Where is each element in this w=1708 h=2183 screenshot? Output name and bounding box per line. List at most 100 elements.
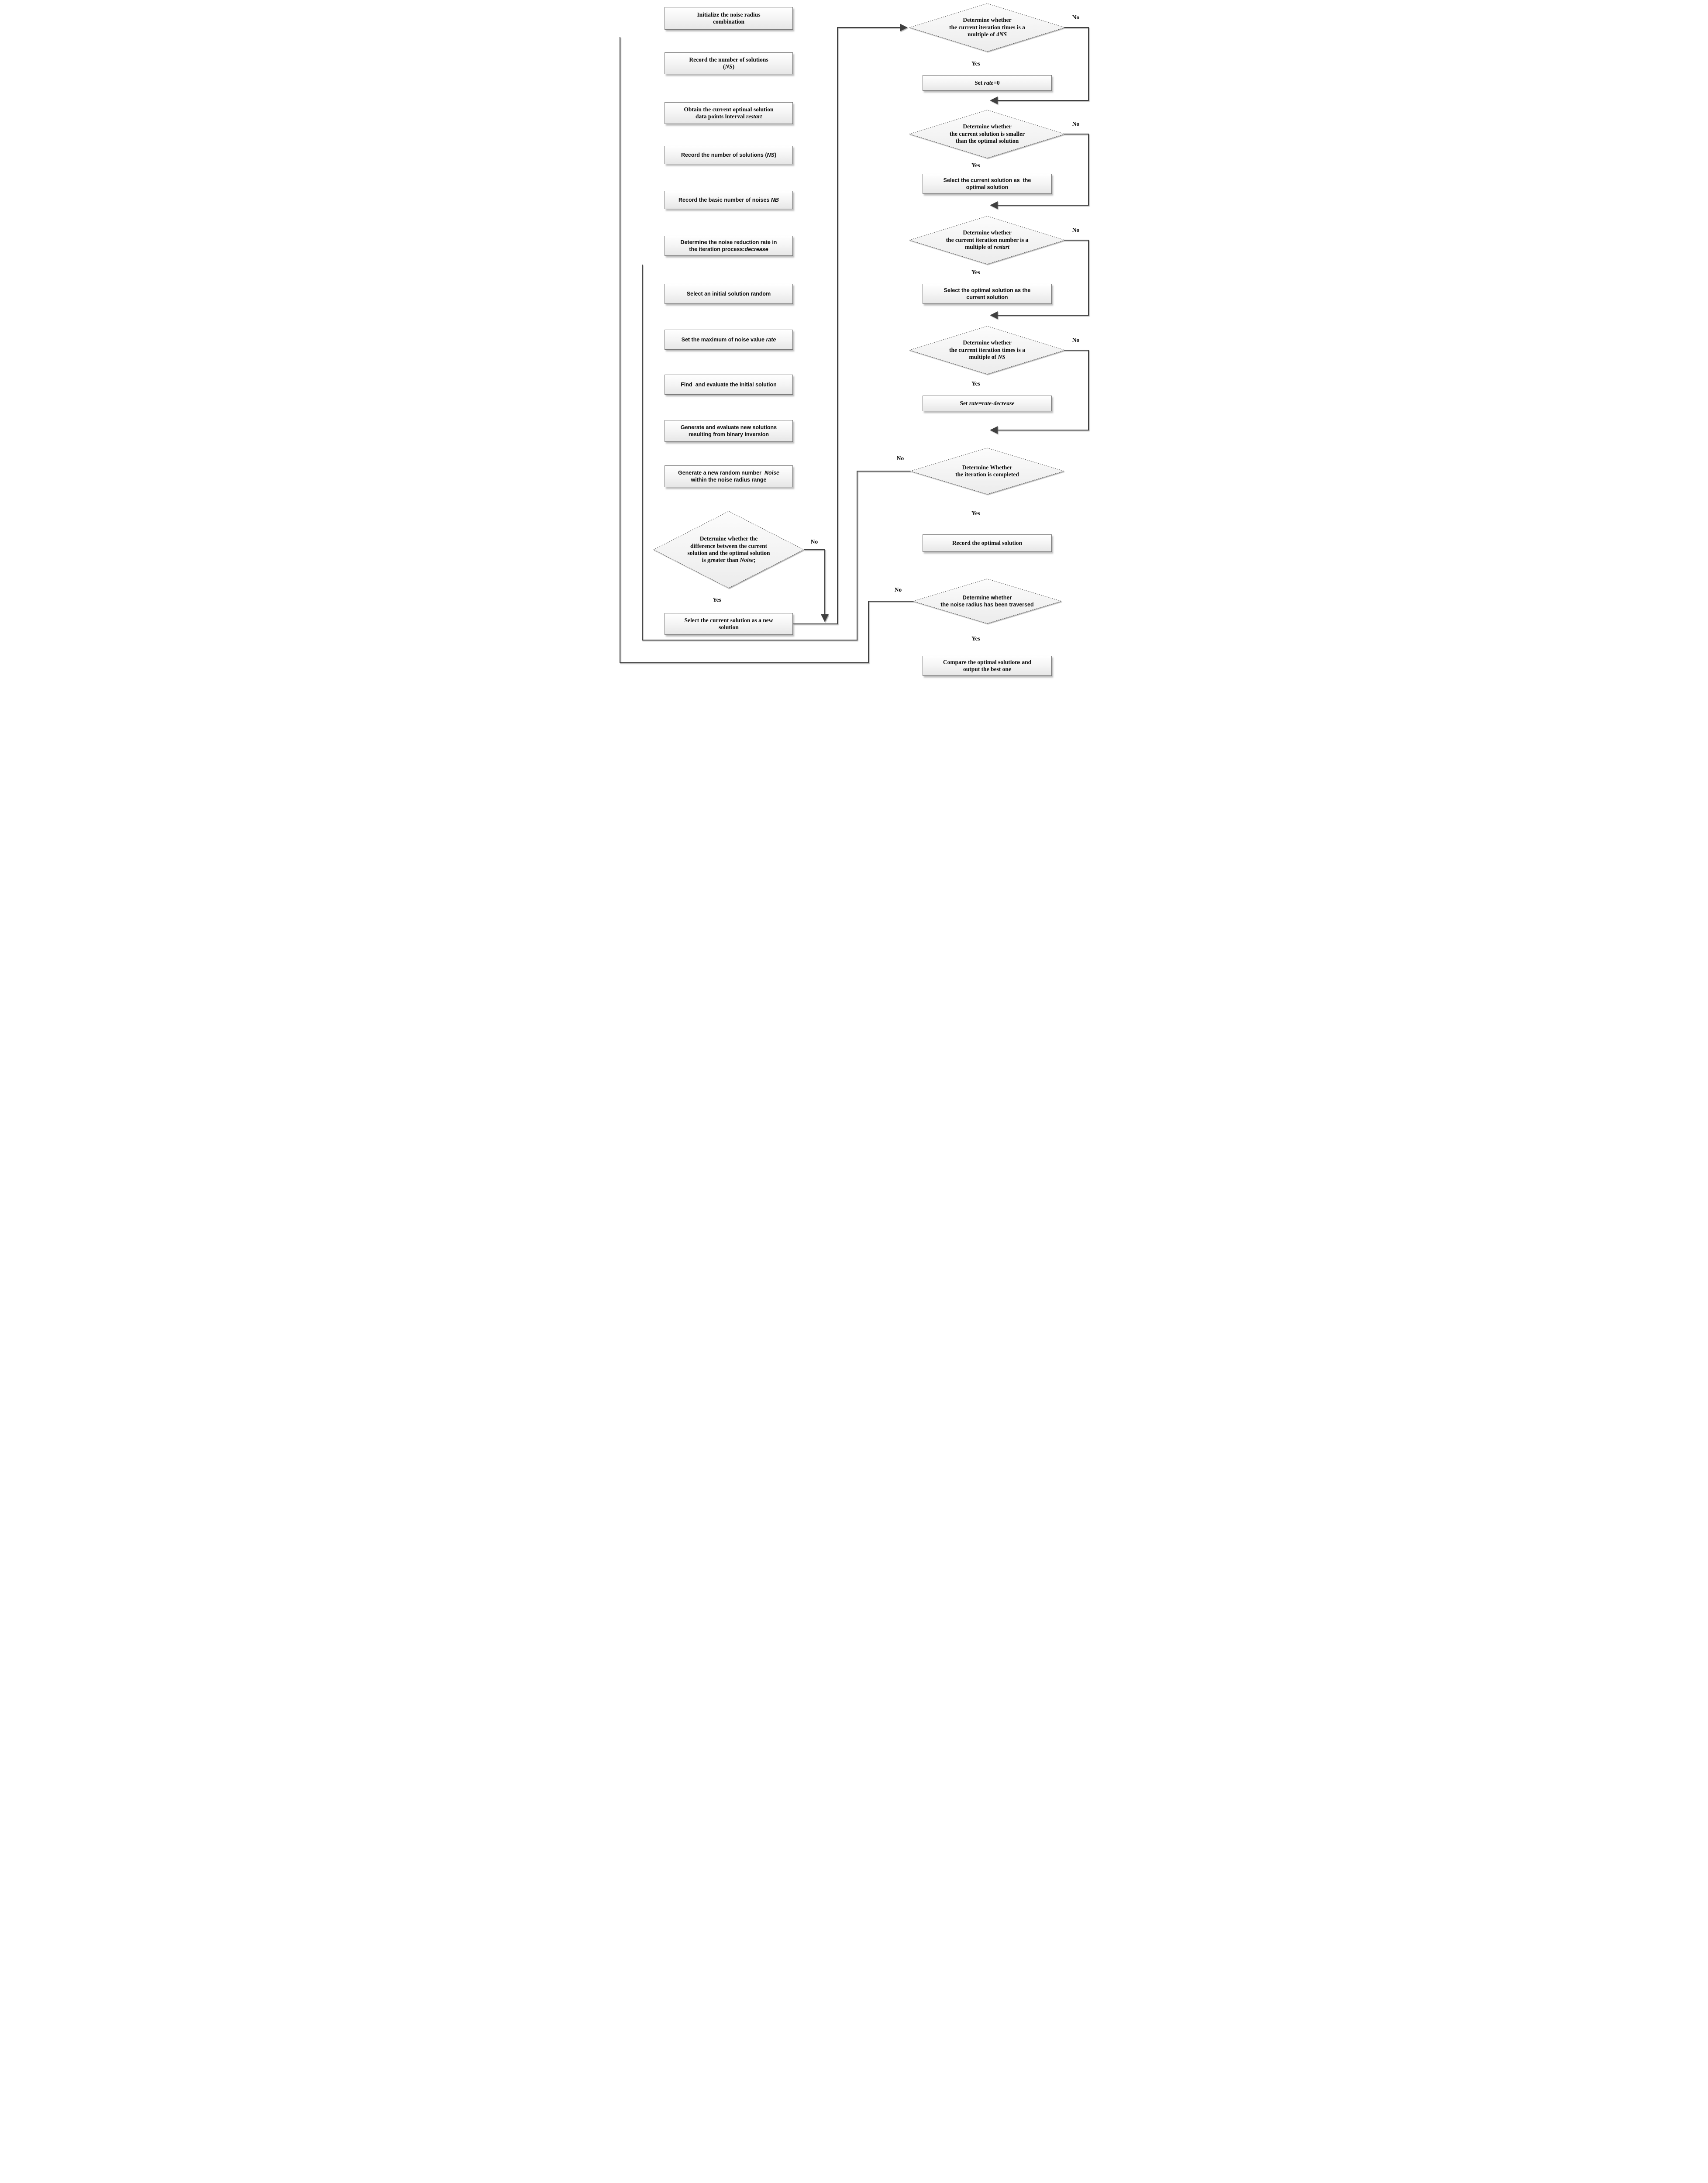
node-text-line: Find and evaluate the initial solution [681,382,777,388]
process-select-initial-solution-random: Select an initial solution random [665,284,793,304]
node-text-line: Select the optimal solution as the [944,287,1031,293]
no-label: No [1072,14,1080,21]
node-text-line: Set the maximum of noise value rate [681,337,776,343]
node-text-line: solution and the optimal solution [687,550,770,556]
node-text-line: Select the current solution as a new [684,616,773,623]
node-text-line: data points interval restart [696,113,762,120]
node-text-line: Determine whether the [699,535,758,542]
decision-noise-radius-traversed-shape [912,578,1063,624]
node-text-line: Determine whether [963,123,1012,130]
yes-label: Yes [971,635,980,642]
flow-connector [804,549,829,622]
node-text-line: Set rate=0 [975,79,1000,86]
process-record-number-of-solutions-2: Record the number of solutions (NS) [665,146,793,164]
node-text-line: Record the number of solutions (NS) [681,152,777,158]
flow-connector [990,27,1089,104]
node-text-line: the iteration is completed [955,471,1019,478]
flow-connector [642,265,910,640]
node-text-line: the iteration process:decrease [689,246,768,252]
flow-connector [990,134,1089,209]
node-text-line: Determine the noise reduction rate in [680,239,777,245]
node-text-line: Determine whether [963,339,1012,346]
no-label: No [894,586,902,593]
node-text-line: multiple of 4NS [967,31,1007,38]
node-text-line: solution [719,624,739,630]
node-text-line: difference between the current [690,542,768,549]
node-text-line: Select an initial solution random [686,291,771,297]
node-text-line: combination [713,18,744,25]
connector-layer [620,3,1089,663]
node-text-line: (NS) [723,63,735,70]
yes-label: Yes [971,162,980,169]
process-record-number-of-solutions-1: Record the number of solutions(NS) [665,52,793,74]
process-set-maximum-noise-value: Set the maximum of noise value rate [665,330,793,350]
node-text-line: Generate a new random number Noise [678,470,779,476]
node-text-line: the noise radius has been traversed [940,602,1034,608]
decision-multiple-of-ns-shape [908,326,1066,375]
node-text-line: multiple of NS [969,354,1006,361]
node-text-line: Determine whether [962,595,1012,601]
decision-difference-greater-than-noise-shape [653,511,805,589]
node-text-line: Obtain the current optimal solution [684,106,774,113]
process-set-rate-0: Set rate=0 [923,75,1052,91]
node-text-line: Select the current solution as the [943,177,1031,183]
no-label: No [810,538,818,545]
decision-iteration-completed-shape [909,448,1065,495]
node-text-line: Record the number of solutions [689,56,768,63]
decision-multiple-of-4ns-shape [908,3,1066,52]
node-text-line: Compare the optimal solutions and [943,658,1032,665]
node-text-line: than the optimal solution [955,138,1019,145]
node-text-line: the current solution is smaller [949,130,1025,137]
node-text-line: is greater than Noise; [702,557,756,564]
node-text-line: multiple of restart [964,244,1009,251]
yes-label: Yes [971,380,980,387]
node-text-line: within the noise radius range [691,477,767,483]
node-text-line: resulting from binary inversion [688,431,769,437]
process-record-basic-number-of-noises: Record the basic number of noises NB [665,191,793,209]
node-text-line: the current iteration number is a [946,236,1029,243]
node-text-line: output the best one [963,666,1011,672]
decision-multiple-of-restart-shape [908,216,1066,265]
node-text-line: Record the optimal solution [952,539,1023,546]
decision-current-smaller-than-optimal-shape [908,110,1066,158]
process-find-and-evaluate-initial-solution: Find and evaluate the initial solution [665,375,793,395]
node-text-line: Set rate=rate-decrease [960,399,1015,406]
process-record-optimal-solution: Record the optimal solution [923,534,1052,552]
node-text-line: Record the basic number of noises NB [678,197,779,203]
process-set-rate-rate-minus-decrease: Set rate=rate-decrease [923,396,1052,411]
yes-label: Yes [971,510,980,516]
yes-label: Yes [971,60,980,67]
flow-connector [793,24,908,624]
no-label: No [1072,337,1080,343]
node-text-line: Initialize the noise radius [697,11,761,18]
node-text-line: Determine whether [963,229,1012,236]
node-text-line: optimal solution [966,184,1009,190]
yes-label: Yes [971,269,980,275]
flow-connector [620,37,913,663]
node-text-line: Determine Whether [962,464,1012,471]
flow-connector [990,240,1089,319]
node-text-line: the current iteration times is a [949,346,1026,353]
no-label: No [1072,227,1080,233]
node-text-line: the current iteration times is a [949,24,1026,31]
flow-connector [990,350,1089,434]
node-text-line: Determine whether [963,17,1012,24]
node-text-line: current solution [966,294,1008,300]
yes-label: Yes [713,596,721,603]
